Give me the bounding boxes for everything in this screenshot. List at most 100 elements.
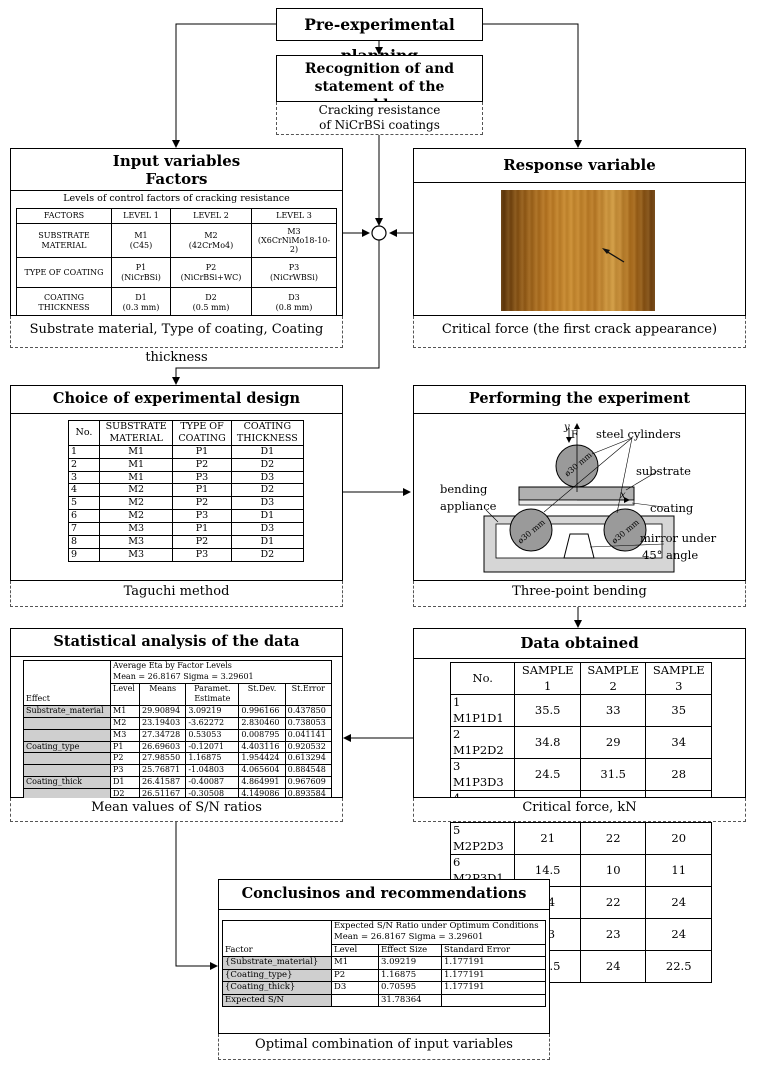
stats-cell: 27.98550 (138, 752, 187, 766)
concl-factor-header: Factor (222, 944, 332, 958)
design-cell: P2 (172, 534, 232, 549)
factor-level: D2(0.5 mm) (170, 287, 252, 318)
data-caption-box: Critical force, kN (413, 798, 746, 822)
experiment-caption: Three-point bending (512, 584, 647, 599)
factor-level: M2(42CrMo4) (170, 223, 252, 258)
concl-factor-cell: {Coating_type} (222, 968, 332, 983)
experiment-caption-box: Three-point bending (413, 581, 746, 607)
data-cell: 34.8 (514, 726, 581, 760)
design-cell: P2 (172, 457, 232, 472)
design-cell: P1 (172, 444, 232, 459)
stats-col-header: Paramet. Estimate (185, 682, 240, 707)
x-axis-label: x (620, 490, 626, 501)
design-cell: P2 (172, 496, 232, 511)
concl-head1: Expected S/N Ratio under Optimum Conditi… (334, 921, 539, 931)
data-title: Data obtained (414, 629, 745, 659)
planning-box: Pre-experimental planning (276, 8, 483, 65)
lower-left-cylinder (509, 508, 553, 552)
factor-name: TYPE OF COATING (16, 257, 112, 288)
response-title: Response variable (414, 149, 745, 183)
conclusions-caption-box: Optimal combination of input variables (218, 1034, 550, 1060)
stats-cell: P2 (110, 752, 140, 766)
design-cell: 7 (68, 522, 100, 536)
design-cell: M1 (98, 444, 174, 459)
concl-cell: 3.09219 (378, 956, 442, 970)
force-label: F (571, 430, 578, 441)
design-cell: D1 (230, 509, 305, 523)
factor-level: D3(0.8 mm) (251, 287, 337, 318)
concl-blank-cell (441, 993, 546, 1008)
data-cell: 34 (645, 726, 712, 760)
input-title-line1: Input variables (112, 152, 241, 170)
data-cell: 21 (514, 822, 581, 856)
summing-junction (371, 225, 387, 241)
stats-cell: 0.920532 (284, 740, 333, 754)
concl-cell: 0.70595 (378, 981, 442, 995)
stats-cell: 4.065604 (238, 764, 286, 777)
concl-cell: 1.16875 (378, 968, 442, 983)
data-cell: 1 M1P1D1 (449, 694, 516, 728)
stats-cell: 23.19403 (138, 716, 187, 730)
design-caption: Taguchi method (123, 584, 230, 599)
input-title-line2: Factors (145, 170, 208, 188)
input-title: Input variables Factors (11, 149, 342, 191)
concl-expected-row: Expected S/N 31.78364 (222, 993, 546, 1008)
stats-cell: 26.69603 (138, 740, 187, 754)
level-code: P3 (288, 263, 300, 273)
level-detail: (0.3 mm) (122, 302, 160, 312)
data-cell: 24.5 (514, 758, 581, 792)
stats-blank-cell (23, 660, 111, 684)
data-cell: 23 (579, 918, 647, 952)
input-subtitle: Levels of control factors of cracking re… (63, 193, 290, 204)
stats-caption-box: Mean values of S/N ratios (10, 798, 343, 822)
factor-level: M3(X6CrNiMo18-10-2) (251, 223, 337, 258)
stats-effect-cell: Coating_type (23, 740, 111, 754)
design-cell: 4 (68, 483, 100, 498)
stats-cell: 0.008795 (238, 728, 286, 742)
level-code: D1 (135, 293, 147, 303)
level-detail: (NiCrBSi+WC) (180, 272, 242, 282)
factors-row: COATING THICKNESS D1(0.3 mm) D2(0.5 mm) … (16, 287, 337, 318)
appliance-label: appliance (440, 499, 497, 513)
stats-title: Statistical analysis of the data (11, 629, 342, 657)
level-code: P1 (135, 263, 147, 273)
design-cell: M2 (98, 509, 174, 523)
conclusions-table: Expected S/N Ratio under Optimum Conditi… (222, 920, 546, 1008)
concl-col-header: Level (331, 943, 379, 958)
data-cell: 5 M2P2D3 (449, 822, 516, 856)
stats-cell: 0.738053 (284, 716, 333, 730)
design-cell: M3 (98, 522, 174, 536)
data-col-header: No. (449, 661, 516, 696)
design-cell: 3 (68, 470, 100, 485)
stats-cell: P1 (110, 740, 140, 754)
design-cell: P1 (172, 483, 232, 498)
design-cell: M1 (98, 470, 174, 485)
arrow-icon (602, 248, 625, 263)
stats-cell: 0.884548 (284, 764, 333, 777)
concl-cell: 1.177191 (441, 968, 546, 983)
concl-expected-label: Expected S/N (222, 993, 332, 1008)
conclusions-title: Conclusinos and recommendations (219, 880, 549, 910)
factors-col-header: LEVEL 1 (111, 208, 171, 224)
stats-cell: -0.12071 (185, 740, 240, 754)
data-col-header: SAMPLE 1 (514, 661, 581, 696)
level-code: P2 (205, 263, 217, 273)
level-code: M3 (287, 226, 301, 236)
design-cell: M3 (98, 547, 174, 562)
data-cell: 22.5 (645, 950, 712, 984)
stats-head-cell: Average Eta by Factor Levels Mean = 26.8… (110, 660, 332, 684)
stats-cell: 0.996166 (238, 705, 286, 718)
concl-expected-value: 31.78364 (378, 993, 442, 1008)
design-cell: M2 (98, 483, 174, 498)
design-cell: P3 (172, 547, 232, 562)
